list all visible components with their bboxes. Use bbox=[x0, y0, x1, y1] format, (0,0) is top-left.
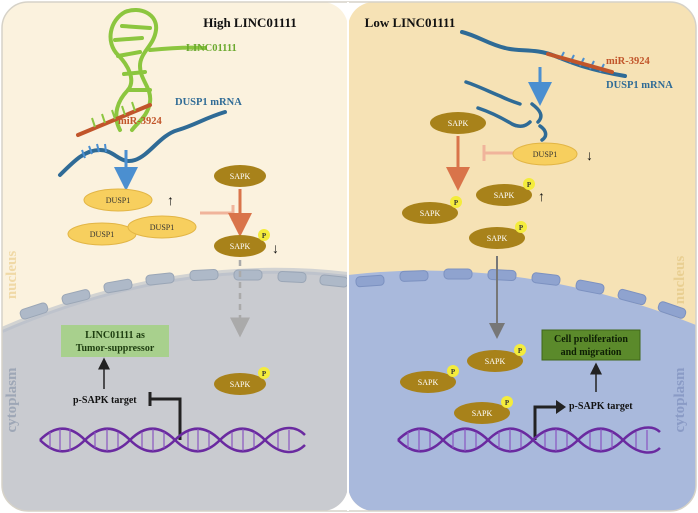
psapk-right-1: SAPK P bbox=[402, 196, 462, 224]
right-cytoplasm-region bbox=[348, 270, 696, 511]
cytoplasm-label-left: cytoplasm bbox=[4, 367, 20, 433]
dusp1-mrna-label-right: DUSP1 mRNA bbox=[606, 80, 673, 91]
svg-text:P: P bbox=[505, 399, 510, 407]
svg-text:SAPK: SAPK bbox=[230, 380, 251, 389]
dusp1-mrna-left bbox=[58, 110, 227, 177]
svg-text:P: P bbox=[454, 199, 459, 207]
svg-text:P: P bbox=[519, 224, 524, 232]
linc01111-rna bbox=[108, 8, 207, 132]
transcription-block-left bbox=[148, 392, 182, 440]
linc01111-label: LINC01111 bbox=[186, 43, 237, 54]
svg-text:Cell proliferation: Cell proliferation bbox=[554, 334, 628, 345]
left-panel-title: High LINC01111 bbox=[203, 15, 297, 30]
mir-3924-left bbox=[76, 101, 152, 137]
mir-3924-right bbox=[546, 52, 614, 74]
psapk-target-label-right: p-SAPK target bbox=[569, 401, 633, 412]
svg-text:P: P bbox=[262, 370, 267, 378]
nucleus-label-left: nucleus bbox=[4, 251, 20, 300]
svg-text:DUSP1: DUSP1 bbox=[90, 230, 114, 239]
psapk-down-arrow: ↓ bbox=[272, 242, 279, 257]
degraded-mrna-fragments bbox=[464, 80, 548, 142]
dna-helix-right bbox=[397, 426, 661, 454]
psapk-right-2: SAPK P bbox=[476, 178, 535, 206]
dusp1-protein-c: DUSP1 bbox=[127, 215, 197, 239]
psapk-right-cyto-1: SAPK P bbox=[467, 344, 526, 372]
svg-text:SAPK: SAPK bbox=[494, 191, 515, 200]
psapk-left: SAPK P bbox=[214, 229, 270, 257]
left-panel-background bbox=[2, 2, 348, 511]
tumor-suppressor-box: LINC01111 as Tumor-suppressor bbox=[61, 325, 169, 357]
svg-text:SAPK: SAPK bbox=[418, 378, 439, 387]
psapk-right-cyto-3: SAPK P bbox=[454, 396, 513, 424]
right-panel-title: Low LINC01111 bbox=[365, 15, 456, 30]
dusp1-inhibition-right bbox=[482, 145, 515, 161]
dusp1-up-arrow: ↑ bbox=[167, 194, 174, 209]
svg-text:LINC01111 as: LINC01111 as bbox=[85, 330, 145, 341]
svg-text:SAPK: SAPK bbox=[472, 409, 493, 418]
psapk-right-3: SAPK P bbox=[469, 221, 527, 249]
psapk-target-label-left: p-SAPK target bbox=[73, 395, 137, 406]
dusp1-protein-a: DUSP1 bbox=[83, 188, 153, 212]
svg-text:SAPK: SAPK bbox=[420, 209, 441, 218]
nucleus-label-right: nucleus bbox=[672, 256, 688, 305]
proliferation-migration-box: Cell proliferation and migration bbox=[541, 329, 641, 361]
svg-text:SAPK: SAPK bbox=[485, 357, 506, 366]
dusp1-mrna-label-left: DUSP1 mRNA bbox=[175, 97, 242, 108]
psapk-up-arrow: ↑ bbox=[538, 190, 545, 205]
sapk-right-top: SAPK bbox=[430, 112, 486, 134]
svg-text:and migration: and migration bbox=[561, 347, 622, 358]
cytoplasm-label-right: cytoplasm bbox=[672, 367, 688, 433]
svg-text:SAPK: SAPK bbox=[230, 242, 251, 251]
dna-helix-left bbox=[39, 426, 306, 454]
psapk-left-cytoplasm: SAPK P bbox=[214, 367, 270, 395]
svg-text:P: P bbox=[451, 368, 456, 376]
svg-text:DUSP1: DUSP1 bbox=[150, 223, 174, 232]
svg-text:SAPK: SAPK bbox=[487, 234, 508, 243]
svg-text:SAPK: SAPK bbox=[448, 119, 469, 128]
mir-3924-label-right: miR-3924 bbox=[606, 56, 650, 67]
dusp1-down-arrow: ↓ bbox=[586, 149, 593, 164]
sapk-left-top: SAPK bbox=[214, 165, 266, 187]
mir-3924-label-left: miR-3924 bbox=[118, 116, 162, 127]
transcription-activation-right bbox=[533, 400, 566, 440]
dusp1-protein-right: DUSP1 bbox=[512, 142, 578, 166]
dusp1-protein-b: DUSP1 bbox=[67, 222, 137, 246]
svg-text:P: P bbox=[262, 232, 267, 240]
svg-text:SAPK: SAPK bbox=[230, 172, 251, 181]
psapk-right-cyto-2: SAPK P bbox=[400, 365, 459, 393]
svg-text:Tumor-suppressor: Tumor-suppressor bbox=[76, 343, 155, 354]
svg-text:DUSP1: DUSP1 bbox=[533, 150, 557, 159]
svg-text:P: P bbox=[518, 347, 523, 355]
svg-text:DUSP1: DUSP1 bbox=[106, 196, 130, 205]
svg-text:P: P bbox=[527, 181, 532, 189]
right-panel-background bbox=[348, 2, 696, 511]
